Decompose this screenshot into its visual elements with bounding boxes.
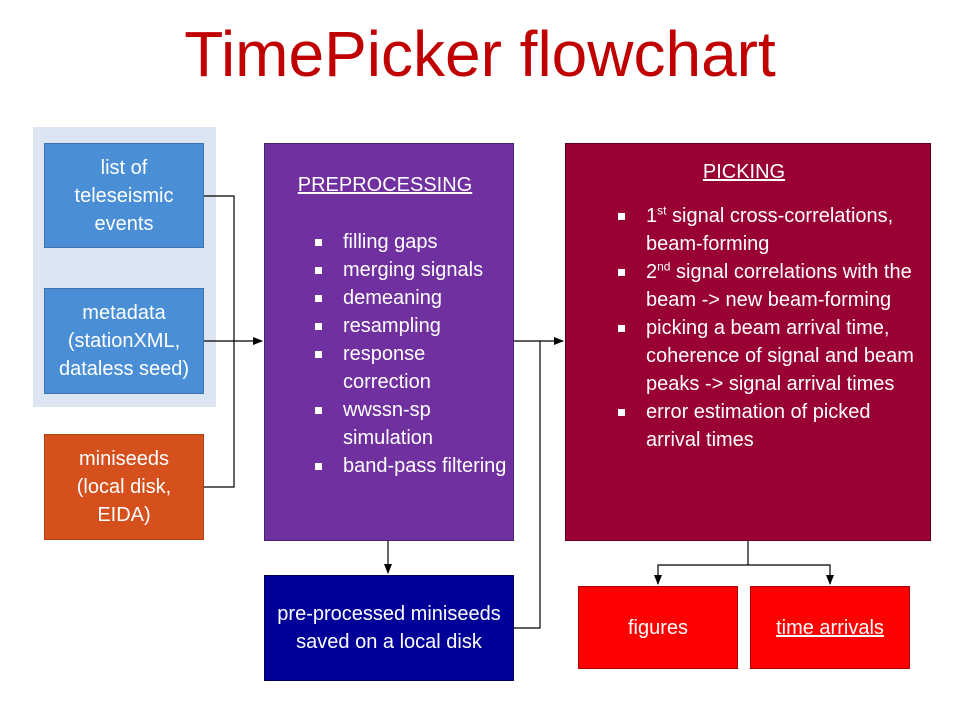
time-arrivals-output-label: time arrivals	[776, 616, 884, 639]
preprocessing-steps: filling gaps merging signals demeaning r…	[313, 228, 509, 480]
picking-step: picking a beam arrival time, coherence o…	[616, 314, 922, 398]
events-connector	[204, 195, 235, 341]
preprocessing-step: response correction	[313, 340, 509, 396]
picking-step: error estimation of picked arrival times	[616, 398, 922, 454]
preprocessing-step: merging signals	[313, 256, 509, 284]
figures-output-label: figures	[627, 616, 689, 639]
page-title: TimePicker flowchart	[184, 18, 776, 90]
saved-miniseeds-box[interactable]: pre-processed miniseeds saved on a local…	[264, 575, 514, 681]
preprocessing-step: filling gaps	[313, 228, 509, 256]
time-arrivals-arrow	[748, 564, 834, 585]
saved-connector	[514, 341, 541, 629]
time-arrivals-output-box[interactable]: time arrivals	[750, 586, 910, 669]
saved-miniseeds-label: pre-processed miniseeds saved on a local…	[277, 603, 501, 653]
picking-box[interactable]: PICKING 1st signal cross-correlations, b…	[565, 143, 931, 541]
picking-step: 2nd signal correlations with the beam ->…	[616, 258, 922, 314]
picking-heading: PICKING	[702, 161, 786, 183]
miniseeds-input-label: miniseeds (local disk, EIDA)	[76, 448, 172, 526]
metadata-input-box[interactable]: metadata (stationXML, dataless seed)	[44, 288, 204, 394]
picking-step-number: 2	[646, 261, 658, 283]
figures-arrow	[654, 564, 748, 585]
preprocessing-step: resampling	[313, 312, 509, 340]
preprocessing-step: demeaning	[313, 284, 509, 312]
preprocessing-box[interactable]: PREPROCESSING filling gaps merging signa…	[264, 143, 514, 541]
preprocessing-heading: PREPROCESSING	[297, 174, 473, 196]
picking-step-ordinal: st	[657, 203, 667, 218]
events-input-label: list of teleseismic events	[74, 156, 174, 235]
picking-step-text: signal cross-correlations, beam-forming	[646, 205, 894, 255]
picking-steps: 1st signal cross-correlations, beam-form…	[616, 202, 922, 454]
picking-step-number: 1	[646, 205, 658, 227]
preprocessing-step: band-pass filtering	[313, 452, 509, 480]
preprocessing-step: wwssn-sp simulation	[313, 396, 509, 452]
picking-step-ordinal: nd	[657, 259, 671, 274]
metadata-input-label: metadata (stationXML, dataless seed)	[58, 302, 190, 380]
picking-step: 1st signal cross-correlations, beam-form…	[616, 202, 922, 258]
miniseeds-input-box[interactable]: miniseeds (local disk, EIDA)	[44, 434, 204, 540]
picking-step-text: signal correlations with the beam -> new…	[646, 261, 912, 311]
figures-output-box[interactable]: figures	[578, 586, 738, 669]
miniseeds-connector	[204, 341, 235, 488]
events-input-box[interactable]: list of teleseismic events	[44, 143, 204, 248]
